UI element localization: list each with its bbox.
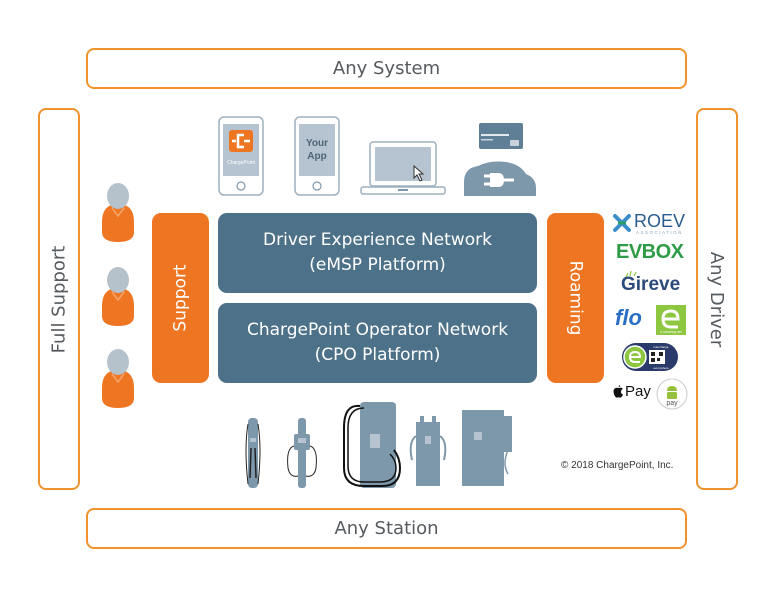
gireve-logo: Gireve xyxy=(621,274,681,295)
intercharge-text: intercharge xyxy=(653,345,668,349)
intercharge-logo: intercharge everywhere xyxy=(622,343,678,371)
eclearing-text: e-clearing.net xyxy=(660,330,681,334)
roaming-label: Roaming xyxy=(565,260,586,336)
roev-text: ROEV xyxy=(634,211,686,231)
everywhere-text: everywhere xyxy=(653,366,669,370)
credit-card-icon xyxy=(479,123,523,149)
any-driver-frame: Any Driver xyxy=(696,108,738,490)
full-support-label: Full Support xyxy=(48,245,70,353)
apple-pay-text: Pay xyxy=(625,383,651,400)
your-app-text-1: Your xyxy=(306,138,328,149)
support-pill: Support xyxy=(152,213,209,383)
android-pay-text: pay xyxy=(666,400,678,407)
any-system-label: Any System xyxy=(332,58,441,79)
your-app-text-2: App xyxy=(307,151,326,162)
any-station-label: Any Station xyxy=(334,518,439,539)
dc-cabinet-charger-icon xyxy=(462,410,512,486)
roev-mark-icon xyxy=(613,214,631,232)
electric-car-icon xyxy=(464,161,536,196)
eclearing-logo: e-clearing.net xyxy=(656,305,686,335)
evbox-logo: EVBOX xyxy=(616,241,684,263)
roaming-pill: Roaming xyxy=(547,213,604,383)
support-agents xyxy=(102,183,134,408)
any-station-frame: Any Station xyxy=(86,508,687,549)
any-system-frame: Any System xyxy=(86,48,687,89)
network-subtitle: (CPO Platform) xyxy=(314,345,441,365)
any-driver-label: Any Driver xyxy=(706,251,728,347)
chargepoint-operator-network: ChargePoint Operator Network (CPO Platfo… xyxy=(218,303,537,383)
gireve-spark-icon xyxy=(625,270,637,278)
apple-icon xyxy=(613,385,623,398)
network-title: Driver Experience Network xyxy=(263,230,492,250)
flo-logo: flo xyxy=(615,305,642,330)
chargepoint-brand-text: ChargePoint xyxy=(227,160,255,166)
wallmount-charger-icon xyxy=(245,418,261,488)
dc-fast-charger-icon xyxy=(343,402,402,488)
person-icon xyxy=(102,183,134,242)
support-label: Support xyxy=(170,264,191,332)
your-app-phone-icon: Your App xyxy=(294,116,340,196)
dual-port-charger-icon xyxy=(409,416,447,486)
full-support-frame: Full Support xyxy=(38,108,80,490)
android-pay-logo: pay xyxy=(656,378,688,410)
network-subtitle: (eMSP Platform) xyxy=(309,255,446,275)
pedestal-charger-icon xyxy=(287,418,317,488)
network-title: ChargePoint Operator Network xyxy=(246,320,509,340)
chargepoint-phone-icon: ChargePoint xyxy=(218,116,264,196)
driver-experience-network: Driver Experience Network (eMSP Platform… xyxy=(218,213,537,293)
roev-subtext: ASSOCIATION xyxy=(636,230,683,235)
person-icon xyxy=(102,349,134,408)
charging-station-icons xyxy=(245,402,512,488)
laptop-icon xyxy=(360,141,446,195)
copyright-notice: © 2018 ChargePoint, Inc. xyxy=(561,460,674,471)
person-icon xyxy=(102,267,134,326)
